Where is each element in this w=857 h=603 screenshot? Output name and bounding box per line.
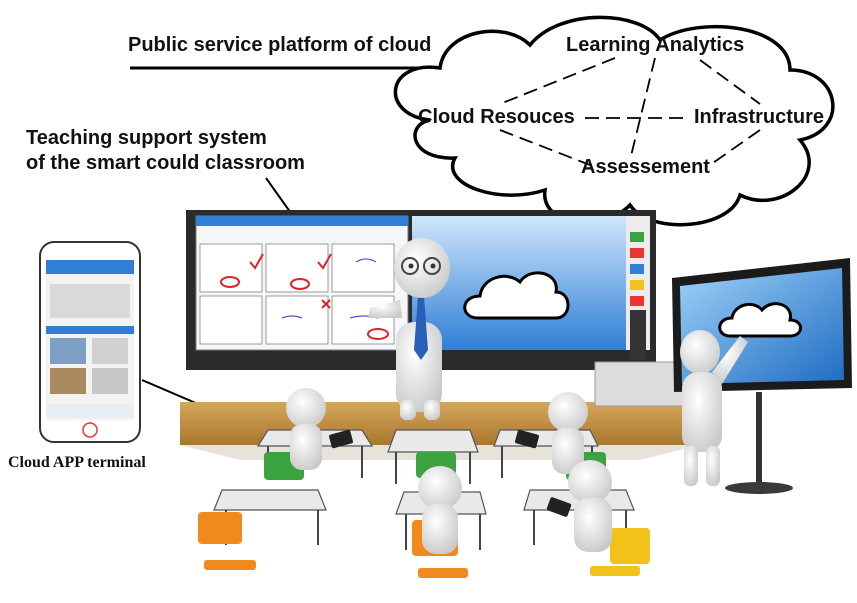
teaching-support-line2: of the smart could classroom: [26, 152, 305, 174]
teaching-support-line1: Teaching support system: [26, 127, 267, 149]
tablets: [329, 429, 572, 517]
node-infrastructure: Infrastructure: [694, 106, 825, 128]
cloud-app-label: Cloud APP terminal: [8, 454, 146, 471]
node-assessment: Assessement: [581, 156, 710, 178]
node-cloud-resources: Cloud Resouces: [418, 106, 575, 128]
teacher-figure: [368, 238, 450, 420]
smart-board: [186, 210, 656, 370]
teaching-support-label: Teaching support system of the smart cou…: [26, 126, 305, 176]
platform-cloud: [393, 15, 835, 227]
phone-app: [39, 241, 141, 443]
platform-title: Public service platform of cloud: [128, 34, 432, 56]
student-at-display: [680, 330, 748, 486]
students: [286, 388, 612, 554]
node-learning-analytics: Learning Analytics: [566, 34, 745, 56]
